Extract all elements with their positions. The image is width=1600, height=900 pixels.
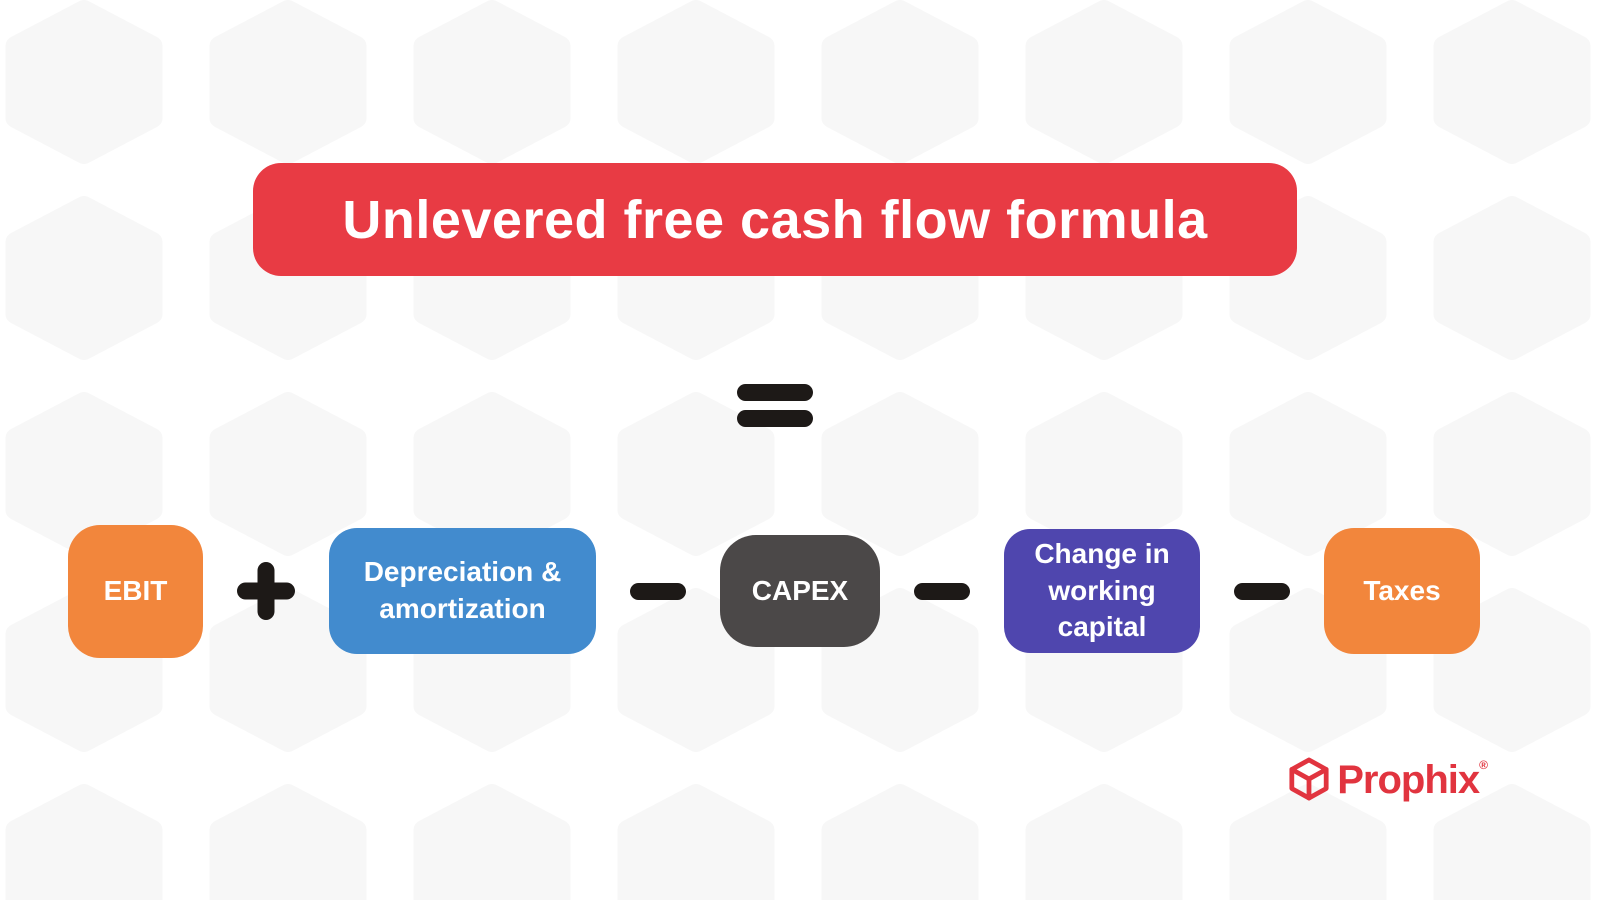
- equals-sign: [737, 384, 813, 427]
- minus-bar: [630, 582, 686, 600]
- term-box-change-in-working-capital: Change in working capital: [1004, 529, 1200, 653]
- term-box-ebit: EBIT: [68, 524, 203, 658]
- minus-bar: [1234, 582, 1290, 600]
- prophix-logo: Prophix®: [1288, 756, 1488, 802]
- registered-trademark-symbol: ®: [1479, 757, 1488, 772]
- term-box-depreciation-amortization: Depreciation & amortization: [329, 528, 596, 654]
- minus-bar: [914, 582, 970, 600]
- plus-operator: [237, 562, 295, 620]
- plus-vertical-bar: [257, 562, 275, 620]
- term-box-taxes: Taxes: [1324, 528, 1480, 654]
- formula-row: EBIT Depreciation & amortization CAPEX C…: [0, 524, 1548, 658]
- prophix-wordmark: Prophix®: [1337, 759, 1488, 800]
- page-title: Unlevered free cash flow formula: [342, 189, 1208, 250]
- title-banner: Unlevered free cash flow formula: [253, 163, 1297, 276]
- minus-operator: [1234, 582, 1290, 600]
- term-box-capex: CAPEX: [720, 535, 880, 647]
- prophix-cube-icon: [1289, 757, 1329, 801]
- minus-operator: [630, 582, 686, 600]
- equals-bar-bottom: [737, 410, 813, 427]
- minus-operator: [914, 582, 970, 600]
- prophix-wordmark-text: Prophix: [1337, 757, 1480, 802]
- equals-bar-top: [737, 384, 813, 401]
